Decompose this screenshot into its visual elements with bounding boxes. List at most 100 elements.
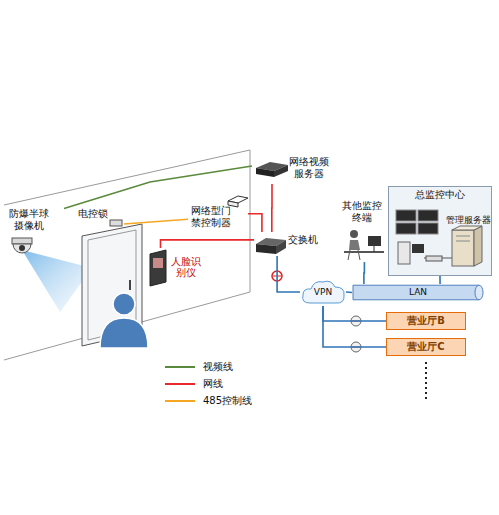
lock-node: 电控锁	[76, 206, 124, 230]
legend-line	[165, 383, 195, 385]
node-label: 总监控中心	[415, 189, 465, 201]
network-switch	[256, 238, 286, 254]
node-label: 营业厅B	[407, 315, 445, 327]
person	[100, 293, 148, 348]
dome-camera	[12, 238, 32, 244]
connector-wire	[64, 166, 252, 209]
connector-wire	[271, 184, 273, 232]
wall-outline	[4, 292, 250, 360]
node-label: 防爆半球摄像机	[8, 208, 50, 231]
wall-outline	[4, 150, 250, 360]
operator-desk	[350, 230, 358, 238]
connector-wire	[277, 256, 300, 292]
video-server	[256, 162, 288, 177]
door	[129, 280, 131, 290]
network-switch	[256, 244, 276, 254]
legend-line	[165, 366, 195, 368]
video-server-node: 网络视频服务器	[252, 154, 332, 184]
legend-row: 视频线	[165, 358, 252, 375]
bus-end	[475, 285, 483, 300]
monitoring-center-box: 管理服务器 总监控中心	[388, 186, 492, 276]
workstation	[398, 242, 452, 264]
video-wall	[418, 210, 438, 221]
electric-lock	[110, 220, 122, 226]
face-reader	[150, 250, 166, 286]
management-server	[452, 226, 482, 230]
legend-row: 485控制线	[165, 392, 252, 409]
legend-row: 网线	[165, 375, 252, 392]
person	[100, 318, 148, 348]
operator-desk	[358, 250, 360, 260]
branch-box: 营业厅B	[386, 312, 466, 330]
management-server	[456, 236, 470, 237]
camera-node: 防爆半球摄像机	[6, 206, 64, 258]
node-label: 营业厅C	[407, 341, 444, 353]
legend-line	[165, 400, 195, 402]
connector-wire	[363, 262, 365, 284]
node-label: 网络视频服务器	[288, 156, 330, 179]
electric-lock	[110, 220, 122, 226]
video-wall	[418, 223, 438, 234]
bus-body	[353, 285, 479, 300]
workstation	[424, 258, 426, 259]
management-server	[474, 226, 482, 266]
server-node: 管理服务器	[443, 213, 493, 273]
operator-desk	[349, 240, 360, 250]
workstation	[442, 258, 452, 259]
legend-sample	[165, 364, 195, 370]
management-server	[452, 226, 482, 266]
legend-sample	[165, 398, 195, 404]
video-wall	[396, 223, 416, 234]
connector-wire	[161, 240, 255, 248]
dome-camera	[12, 238, 32, 253]
branch-box: 营业厅C	[386, 338, 466, 356]
network-switch	[276, 240, 286, 254]
face-reader-node: 人脸识别仪	[146, 248, 204, 286]
connector-wire	[323, 306, 386, 347]
workstation	[412, 244, 424, 253]
dome-camera	[19, 245, 25, 251]
node-label: 网络型门禁控制器	[190, 205, 232, 228]
operator-desk	[368, 236, 381, 246]
node-label: 其他监控终端	[341, 200, 383, 223]
legend: 视频线网线 485控制线	[165, 358, 252, 409]
legend-label: 485控制线	[203, 395, 252, 407]
legend-label: 视频线	[203, 361, 233, 373]
face-reader	[150, 250, 166, 286]
video-wall	[396, 210, 438, 234]
legend-label: 网线	[203, 378, 223, 390]
terminal-node: 其他监控终端	[338, 198, 386, 262]
dome-camera	[13, 244, 31, 253]
lan-bus: LAN	[352, 284, 484, 301]
operator-desk	[374, 246, 375, 252]
workstation	[426, 256, 442, 261]
face-reader	[153, 258, 163, 268]
node-label: 管理服务器	[446, 215, 491, 225]
management-server	[452, 230, 474, 266]
connector-wire	[124, 219, 188, 224]
video-server	[256, 168, 274, 177]
wall-outline	[4, 150, 250, 205]
video-server	[274, 165, 288, 177]
vpn-cloud: VPN	[300, 278, 346, 306]
continuation-dots	[425, 362, 427, 402]
node-label: 人脸识别仪	[170, 256, 202, 279]
operator-desk	[348, 250, 350, 260]
door-controller-node: 网络型门禁控制器	[188, 194, 248, 230]
connector-wire	[323, 306, 386, 321]
connector-wire	[248, 214, 262, 232]
workstation	[398, 242, 410, 264]
connector-wire	[439, 276, 441, 284]
connector-wire	[346, 291, 352, 293]
video-wall	[396, 210, 416, 221]
node-label: 交换机	[288, 234, 318, 246]
wall-outline	[250, 150, 251, 292]
legend-sample	[165, 381, 195, 387]
operator-desk	[344, 230, 384, 260]
continuation-dots	[426, 362, 427, 402]
switch-node: 交换机	[254, 232, 320, 256]
node-label: LAN	[409, 287, 427, 297]
